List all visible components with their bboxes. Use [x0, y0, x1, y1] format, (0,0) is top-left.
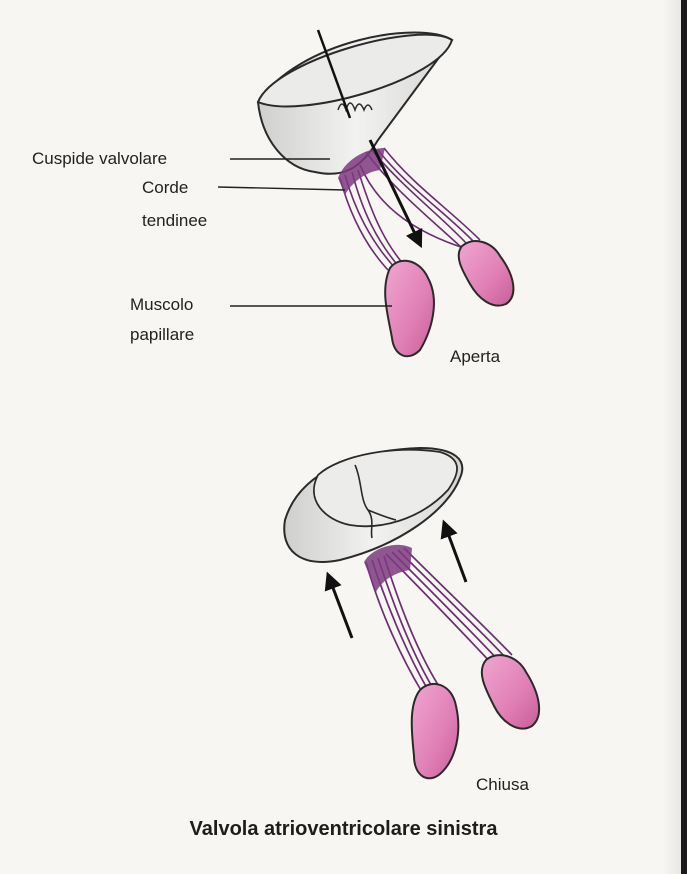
label-cusp: Cuspide valvolare: [32, 148, 167, 170]
open-papillary-right: [459, 241, 514, 306]
label-chordae-1: Corde: [142, 177, 188, 199]
label-muscle-1: Muscolo: [130, 294, 193, 316]
flow-arrow-closed-right: [446, 528, 466, 582]
closed-valve-top: [314, 450, 457, 526]
open-papillary-left: [385, 261, 434, 357]
label-muscle-2: papillare: [130, 324, 194, 346]
closed-valve-group: [284, 448, 539, 778]
label-closed: Chiusa: [476, 774, 529, 796]
closed-papillary-left: [412, 684, 459, 778]
flow-arrow-closed-left: [330, 580, 352, 638]
leader-chordae: [218, 187, 345, 190]
label-open: Aperta: [450, 346, 500, 368]
closed-papillary-right: [482, 655, 539, 728]
label-chordae-2: tendinee: [142, 210, 207, 232]
open-valve-group: [258, 30, 513, 356]
figure-caption: Valvola atrioventricolare sinistra: [0, 818, 687, 841]
